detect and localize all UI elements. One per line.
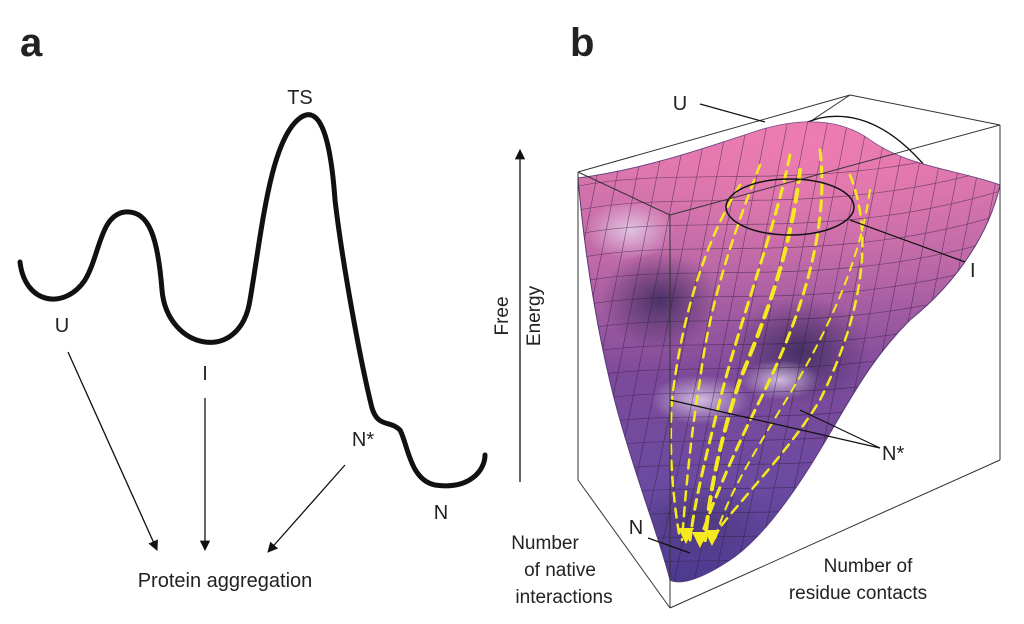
- state-n-label: N: [434, 502, 448, 524]
- energy-landscape-curve: [17, 112, 488, 489]
- residue-contacts-line1: Number of: [824, 556, 913, 577]
- free-energy-axis-label: Free Energy: [492, 285, 545, 346]
- mesh-line-h: [578, 211, 1000, 263]
- free-energy-line1: Free: [492, 296, 513, 335]
- bounding-box-front: [577, 124, 1001, 609]
- state-ts-label: TS: [287, 87, 313, 109]
- mesh-line-v: [649, 121, 751, 582]
- arrow-nstar-aggregation: [267, 464, 346, 553]
- folding-pathways: [669, 148, 871, 542]
- residue-contacts-axis-label: Number of residue contacts: [789, 556, 927, 604]
- mesh-line-v: [749, 121, 851, 582]
- protein-aggregation-label: Protein aggregation: [138, 570, 313, 592]
- b-state-u-label: U: [673, 93, 687, 115]
- mesh-line-h: [578, 547, 1000, 582]
- panel-b-letter: b: [570, 21, 594, 65]
- mesh-line-v: [709, 121, 811, 582]
- b-state-i-label: I: [970, 260, 976, 282]
- u-leader: [699, 103, 766, 123]
- panel-a-letter: a: [20, 21, 43, 65]
- native-interactions-line3: interactions: [515, 587, 612, 608]
- i-leader: [849, 219, 966, 263]
- native-interactions-line1: Number: [511, 533, 579, 554]
- mesh-line-h: [578, 187, 1000, 239]
- b-state-n-label: N: [629, 517, 643, 539]
- free-energy-line2: Energy: [524, 285, 545, 346]
- intermediate-circle: [725, 178, 855, 236]
- mesh-line-h: [578, 259, 1000, 311]
- mesh-line-v: [578, 121, 651, 582]
- native-interactions-axis-label: Number of native interactions: [511, 533, 612, 608]
- n-leader: [647, 537, 691, 554]
- mesh-line-h: [578, 163, 1000, 215]
- b-state-nstar-label: N*: [882, 443, 904, 465]
- state-nstar-label: N*: [352, 429, 374, 451]
- residue-contacts-line2: residue contacts: [789, 583, 927, 604]
- nstar-leader-1: [669, 399, 881, 449]
- mesh-line-h: [578, 499, 1000, 551]
- energy-surface: [577, 121, 1001, 583]
- native-interactions-line2: of native: [524, 560, 596, 581]
- arrow-u-aggregation: [67, 351, 158, 551]
- state-u-label: U: [55, 315, 69, 337]
- nstar-leader-2: [799, 409, 881, 449]
- native-arrowheads: [678, 528, 720, 548]
- mesh-line-v: [729, 121, 831, 582]
- state-i-label: I: [202, 363, 208, 385]
